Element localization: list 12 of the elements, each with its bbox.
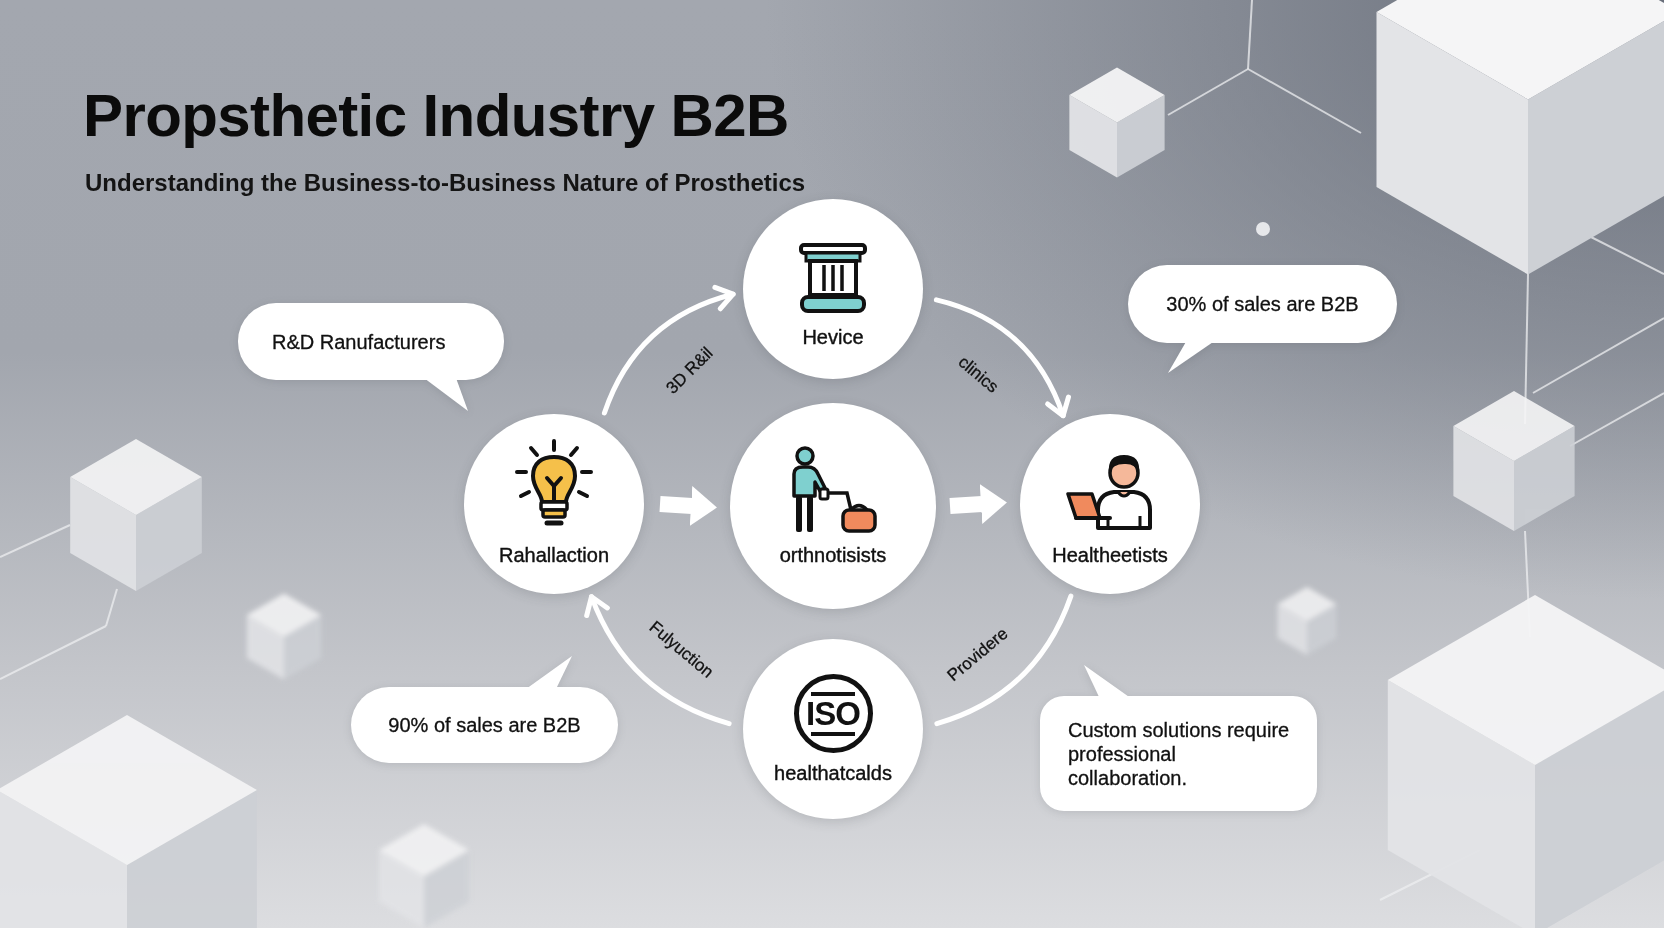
node-label: healthatcalds [774,761,892,785]
title: Propsthetic Industry B2B [83,81,789,151]
callout-text: 90% of sales are B2B [388,713,581,737]
node-label: orthnotisists [779,543,887,567]
standard-mark: ISO [793,673,873,753]
callout-text: R&D Ranufacturers [272,329,446,354]
subtitle: Understanding the Business-to-Business Nature of Prosthetics [85,169,806,198]
node-label: Rahallaction [498,543,610,567]
callout-text: Custom solutions require professional collaboration. [1068,717,1291,790]
node-label: Hevice [802,325,864,349]
node-label: Healtheetists [1052,543,1168,567]
callout-text: 30% of sales are B2B [1166,292,1359,316]
